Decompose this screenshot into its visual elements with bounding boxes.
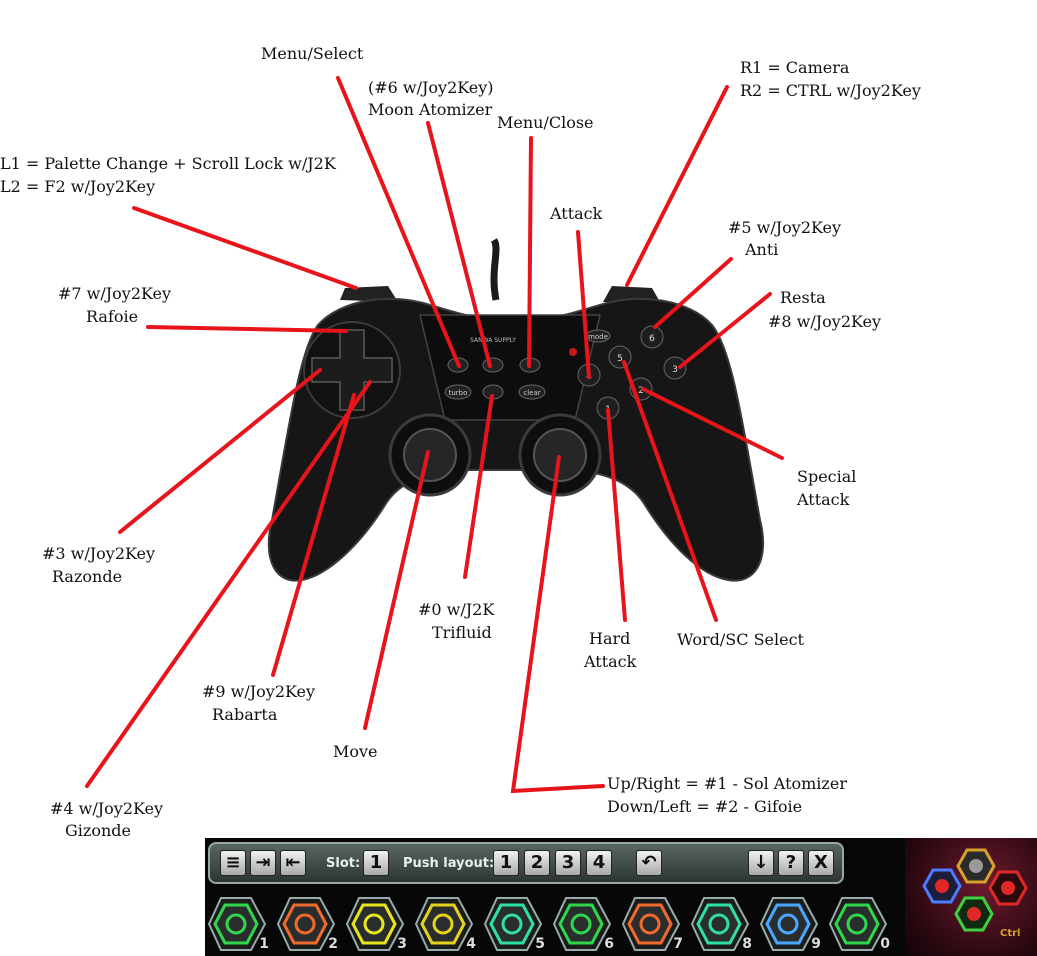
palette-slot-number: 8 xyxy=(742,936,752,952)
label-attack: Attack xyxy=(550,202,602,225)
label-moon-line1: (#6 w/Joy2Key) xyxy=(368,76,494,99)
label-dpad-line2: Down/Left = #2 - Gifoie xyxy=(607,795,802,818)
label-razonde-line1: #3 w/Joy2Key xyxy=(42,542,155,565)
palette-slot-number: 9 xyxy=(811,936,821,952)
undo-icon[interactable]: ↶ xyxy=(636,850,662,876)
slot-value[interactable]: 1 xyxy=(363,850,389,876)
label-rabarta-line1: #9 w/Joy2Key xyxy=(202,680,315,703)
palette-slot-9[interactable]: 9 xyxy=(759,894,821,954)
label-rabarta-line2: Rabarta xyxy=(212,703,277,726)
ctrl-label: Ctrl xyxy=(1000,928,1020,939)
label-trifluid-line2: Trifluid xyxy=(432,621,492,644)
label-r-line2: R2 = CTRL w/Joy2Key xyxy=(740,79,921,102)
label-resta-line2: #8 w/Joy2Key xyxy=(768,310,881,333)
face-label-3: 3 xyxy=(672,365,678,375)
label-word-sc: Word/SC Select xyxy=(677,628,804,651)
import-icon[interactable]: ⇤ xyxy=(280,850,306,876)
export-icon[interactable]: ⇥ xyxy=(250,850,276,876)
palette-slot-8[interactable]: 8 xyxy=(690,894,752,954)
mode-hexagons: Ctrl xyxy=(905,838,1037,956)
label-move: Move xyxy=(333,740,378,763)
line-r-shoulder xyxy=(627,87,727,285)
push-layout-label: Push layout: xyxy=(403,856,494,871)
palette-slot-number: 5 xyxy=(535,936,545,952)
label-gizonde-line2: Gizonde xyxy=(65,819,131,842)
label-hard-line2: Attack xyxy=(584,650,636,673)
palette-slot-0[interactable]: 0 xyxy=(828,894,890,954)
label-razonde-line2: Razonde xyxy=(52,565,122,588)
layout-button-2[interactable]: 2 xyxy=(524,850,550,876)
label-trifluid-line1: #0 w/J2K xyxy=(418,598,494,621)
action-palette-toolbar: ≡ ⇥ ⇤ Slot: 1 Push layout: 1 2 3 4 ↶ ↓ ?… xyxy=(205,838,1037,956)
palette-slot-2[interactable]: 2 xyxy=(276,894,338,954)
line-menu-close xyxy=(529,138,531,366)
palette-slot-1[interactable]: 1 xyxy=(207,894,269,954)
palette-slot-7[interactable]: 7 xyxy=(621,894,683,954)
label-r-line1: R1 = Camera xyxy=(740,56,849,79)
mode-icon-gold xyxy=(969,859,983,873)
palette-slot-6[interactable]: 6 xyxy=(552,894,614,954)
palette-slot-number: 7 xyxy=(673,936,683,952)
label-l-line2: L2 = F2 w/Joy2Key xyxy=(0,175,155,198)
clear-text: clear xyxy=(523,389,540,397)
face-label-5: 5 xyxy=(617,354,623,364)
mode-icon-green xyxy=(967,907,981,921)
mode-hexagon-cluster: Ctrl xyxy=(905,838,1037,956)
download-icon[interactable]: ↓ xyxy=(748,850,774,876)
label-l-line1: L1 = Palette Change + Scroll Lock w/J2K xyxy=(0,152,336,175)
line-right-stick xyxy=(513,457,603,791)
palette-slot-3[interactable]: 3 xyxy=(345,894,407,954)
palette-slot-5[interactable]: 5 xyxy=(483,894,545,954)
center-panel xyxy=(420,315,600,420)
label-hard-line1: Hard xyxy=(589,627,630,650)
label-anti-line2: Anti xyxy=(745,238,778,261)
help-button[interactable]: ? xyxy=(778,850,804,876)
close-button[interactable]: X xyxy=(808,850,834,876)
mode-led xyxy=(569,348,577,356)
right-analog-stick xyxy=(534,429,586,481)
left-analog-stick xyxy=(404,429,456,481)
palette-slot-4[interactable]: 4 xyxy=(414,894,476,954)
label-gizonde-line1: #4 w/Joy2Key xyxy=(50,797,163,820)
layout-button-4[interactable]: 4 xyxy=(586,850,612,876)
label-special-line1: Special xyxy=(797,465,856,488)
palette-slot-number: 1 xyxy=(259,936,269,952)
label-anti-line1: #5 w/Joy2Key xyxy=(728,216,841,239)
label-rafoie-line1: #7 w/Joy2Key xyxy=(58,282,171,305)
toolbar-bar: ≡ ⇥ ⇤ Slot: 1 Push layout: 1 2 3 4 ↶ ↓ ?… xyxy=(208,842,844,884)
palette-slot-number: 2 xyxy=(328,936,338,952)
mode-icon-red xyxy=(1001,881,1015,895)
palette-slot-number: 0 xyxy=(880,936,890,952)
palette-slot-number: 3 xyxy=(397,936,407,952)
slot-label: Slot: xyxy=(326,856,360,871)
turbo-text: turbo xyxy=(449,389,468,397)
face-label-6: 6 xyxy=(649,334,655,344)
controller-cable xyxy=(494,240,496,300)
center-button-mid xyxy=(483,358,503,372)
line-l-shoulder xyxy=(134,208,356,288)
mode-text: mode xyxy=(588,333,608,341)
label-rafoie-line2: Rafoie xyxy=(86,305,138,328)
palette-slot-number: 4 xyxy=(466,936,476,952)
label-menu-close: Menu/Close xyxy=(497,111,594,134)
label-special-line2: Attack xyxy=(797,488,849,511)
mode-icon-blue xyxy=(935,879,949,893)
palette-slot-number: 6 xyxy=(604,936,614,952)
brand-logo: SANWA SUPPLY xyxy=(470,337,516,344)
label-resta-line1: Resta xyxy=(780,286,826,309)
notes-icon[interactable]: ≡ xyxy=(220,850,246,876)
label-dpad-line1: Up/Right = #1 - Sol Atomizer xyxy=(607,772,847,795)
label-moon-line2: Moon Atomizer xyxy=(368,98,492,121)
label-menu-select: Menu/Select xyxy=(261,42,363,65)
layout-button-1[interactable]: 1 xyxy=(493,850,519,876)
layout-button-3[interactable]: 3 xyxy=(555,850,581,876)
